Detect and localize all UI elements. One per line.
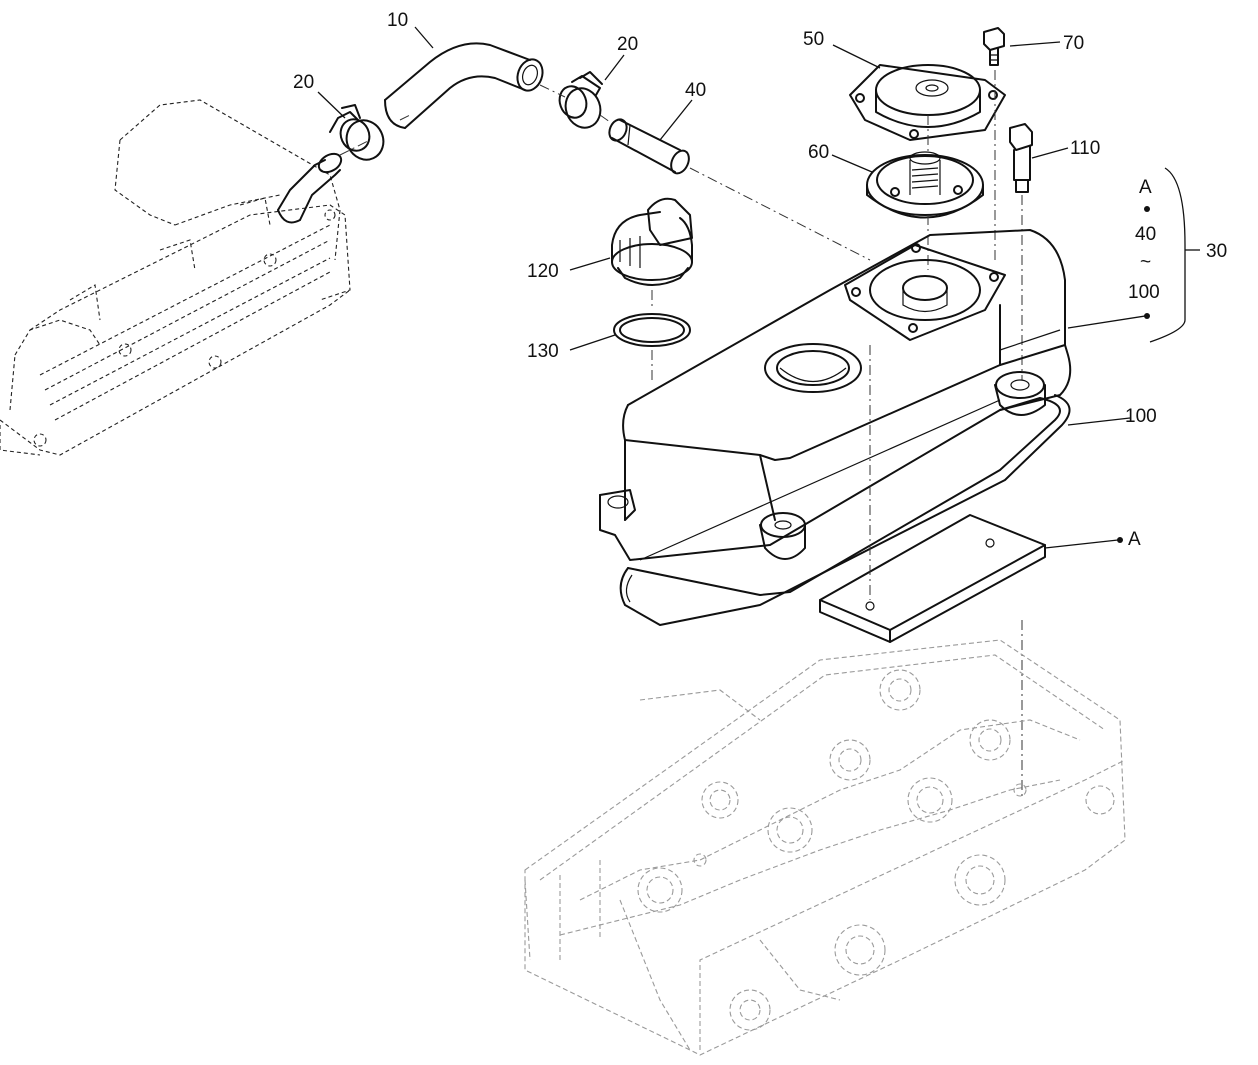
rocker-gasket <box>619 394 1071 626</box>
cylinder-head-ghost <box>524 639 1126 1056</box>
callout-50: 50 <box>803 29 824 50</box>
callout-60: 60 <box>808 142 829 163</box>
bolt-70 <box>983 27 1005 66</box>
callout-110: 110 <box>1070 138 1100 159</box>
callout-130: 130 <box>527 341 559 362</box>
callout-10: 10 <box>387 10 408 31</box>
bracket-tilde: ~ <box>1140 252 1151 273</box>
callout-A-plate: A <box>1128 529 1141 550</box>
hose-clamp-right <box>558 71 603 129</box>
callouts: 10 20 20 40 50 60 70 110 120 130 100 A 3… <box>293 10 1227 550</box>
hose-clamp-left <box>329 104 385 161</box>
breather-hose <box>384 42 544 129</box>
breather-pipe <box>608 118 690 175</box>
breather-cover <box>849 64 1006 141</box>
callout-70: 70 <box>1063 33 1084 54</box>
oil-filler-cap <box>611 197 693 286</box>
callout-100-gasket: 100 <box>1125 406 1157 427</box>
callout-120: 120 <box>527 261 559 282</box>
bracket-top-label: A <box>1139 177 1152 198</box>
callout-30: 30 <box>1206 241 1227 262</box>
rocker-cover <box>599 229 1072 561</box>
bracket-bottom-label: 100 <box>1128 282 1160 303</box>
breather-diaphragm <box>866 151 984 219</box>
baffle-plate <box>819 514 1046 643</box>
bracket-mid-label: 40 <box>1135 224 1156 245</box>
o-ring <box>613 313 691 347</box>
hose-axis <box>339 84 871 261</box>
bolt-110 <box>1009 123 1033 193</box>
manifold-ghost <box>0 99 351 456</box>
callout-20-left: 20 <box>293 72 314 93</box>
callout-40: 40 <box>685 80 706 101</box>
callout-20-right: 20 <box>617 34 638 55</box>
leader-lines <box>317 26 1200 549</box>
